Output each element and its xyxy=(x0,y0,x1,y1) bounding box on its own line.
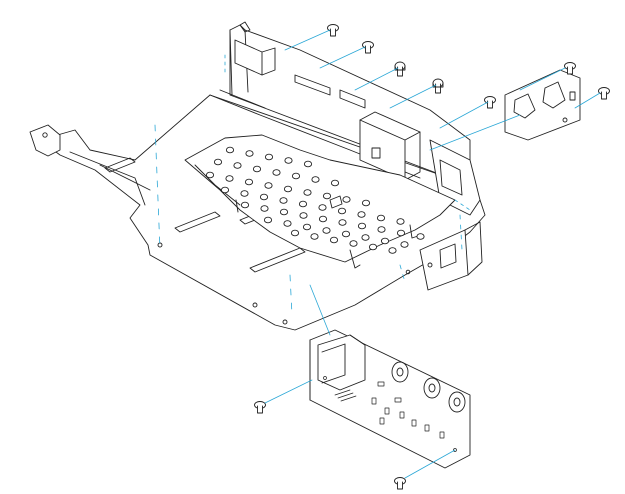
perforation-hole xyxy=(245,150,254,157)
screw xyxy=(254,401,266,414)
tray-tab-left xyxy=(29,124,61,157)
perforated-shield-plate xyxy=(184,134,456,269)
perforation-hole xyxy=(284,157,293,164)
rear-bracket xyxy=(209,21,481,216)
slot-1 xyxy=(174,211,221,233)
perforation-hole xyxy=(259,193,269,201)
small-connector-plate xyxy=(504,69,581,141)
slot-4 xyxy=(104,157,136,173)
perforation-hole xyxy=(291,172,301,180)
perforation-hole xyxy=(338,219,347,226)
screws xyxy=(254,24,610,490)
perforation-hole xyxy=(252,165,262,173)
perforation-hole xyxy=(264,182,273,189)
perforation-hole xyxy=(263,216,273,224)
jack-board xyxy=(309,329,471,469)
perforation-hole xyxy=(342,196,351,203)
perforation-hole xyxy=(400,241,409,248)
perforation-hole xyxy=(303,160,313,168)
perforation-hole xyxy=(260,205,269,212)
perforation-hole xyxy=(264,153,274,161)
perforation-hole xyxy=(341,230,351,238)
perforation-hole xyxy=(225,146,235,154)
perforation-holes xyxy=(205,146,425,254)
screw xyxy=(598,87,610,100)
round-jacks xyxy=(391,361,466,413)
perforation-hole xyxy=(377,226,386,233)
perforation-hole xyxy=(322,227,331,234)
perforation-hole xyxy=(244,178,254,186)
perforation-hole xyxy=(299,212,308,219)
perforation-hole xyxy=(388,247,397,254)
perforation-hole xyxy=(396,218,405,225)
perforation-hole xyxy=(272,169,281,176)
perforation-hole xyxy=(205,171,215,179)
board-components xyxy=(323,376,457,452)
perforation-hole xyxy=(311,176,320,183)
leader-lines xyxy=(154,29,601,479)
perforation-hole xyxy=(303,189,312,196)
perforation-hole xyxy=(396,229,406,237)
shield-outline xyxy=(184,134,456,263)
perforation-hole xyxy=(240,201,250,209)
perforation-hole xyxy=(368,243,378,251)
perforation-hole xyxy=(322,192,332,200)
perforation-hole xyxy=(279,208,289,216)
slot-3 xyxy=(249,247,306,273)
perforation-hole xyxy=(361,234,370,241)
rear-wall xyxy=(229,24,471,186)
perforation-hole xyxy=(302,223,312,231)
screw xyxy=(564,62,576,75)
side-bracket-leg xyxy=(419,221,483,291)
perforation-hole xyxy=(233,162,242,169)
perforation-hole xyxy=(298,200,308,208)
screw xyxy=(362,41,374,54)
perforation-hole xyxy=(225,175,234,182)
perforation-hole xyxy=(357,211,366,218)
perforation-hole xyxy=(220,186,230,194)
perforation-hole xyxy=(279,197,288,204)
perforation-hole xyxy=(380,237,390,245)
perforation-hole xyxy=(318,204,327,211)
perforation-hole xyxy=(330,179,340,187)
perforation-hole xyxy=(240,190,249,197)
perforation-hole xyxy=(349,240,358,247)
perforation-hole xyxy=(290,229,300,237)
perforation-hole xyxy=(213,158,223,166)
perforation-hole xyxy=(416,233,425,240)
screw xyxy=(484,96,496,109)
perforation-hole xyxy=(310,233,319,240)
perforation-hole xyxy=(283,220,292,227)
perforation-hole xyxy=(376,214,386,222)
perforation-hole xyxy=(318,215,328,223)
perforation-hole xyxy=(361,199,371,207)
perforation-hole xyxy=(337,207,347,215)
perforation-hole xyxy=(283,185,293,193)
perforation-hole xyxy=(329,236,339,244)
screw xyxy=(394,477,406,490)
perforation-hole xyxy=(357,222,367,230)
